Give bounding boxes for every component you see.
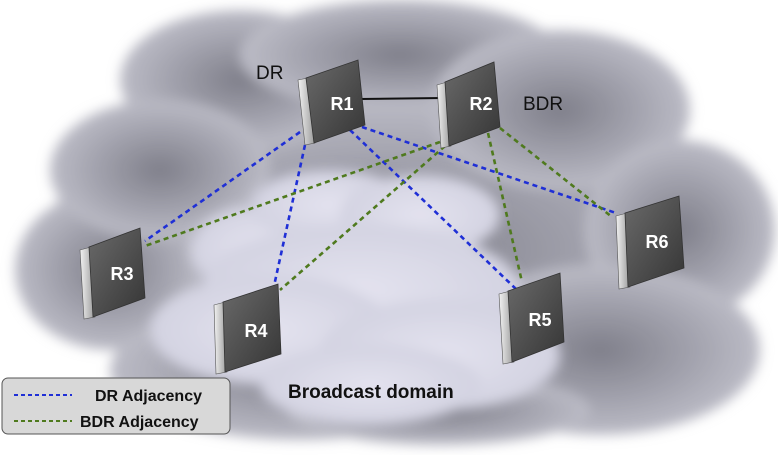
router-r6: R6 — [615, 195, 685, 290]
router-label-r3: R3 — [110, 264, 133, 284]
role-label-dr: DR — [256, 63, 283, 84]
router-r5: R5 — [498, 272, 565, 365]
router-label-r2: R2 — [469, 94, 492, 114]
link-r1-r2-solid — [359, 97, 444, 100]
link-r2-r6-bdr — [499, 126, 613, 219]
legend-label-dr: DR Adjacency — [95, 388, 202, 405]
router-r4: R4 — [213, 283, 282, 375]
link-r1-r3-dr — [144, 130, 301, 243]
broadcast-domain-label: Broadcast domain — [288, 382, 454, 403]
router-r1: R1 — [297, 59, 366, 146]
router-label-r5: R5 — [528, 310, 551, 330]
link-r1-r4-dr — [272, 144, 307, 287]
adjacency-links — [144, 97, 617, 291]
link-r2-r3-bdr — [144, 140, 441, 248]
router-r2: R2 — [436, 61, 501, 149]
role-label-bdr: BDR — [523, 94, 563, 115]
router-label-r4: R4 — [244, 321, 267, 341]
legend-label-bdr: BDR Adjacency — [80, 414, 199, 431]
router-label-r1: R1 — [330, 94, 353, 114]
link-r2-r5-bdr — [486, 132, 524, 283]
router-label-r6: R6 — [645, 232, 668, 252]
routers: R1 R2 R3 R4 R5 R6 — [79, 59, 685, 375]
router-r3: R3 — [79, 227, 146, 320]
legend-item-dr: DR Adjacency — [14, 388, 202, 405]
link-r1-r5-dr — [349, 129, 517, 290]
legend-item-bdr: BDR Adjacency — [14, 414, 199, 431]
legend: DR Adjacency BDR Adjacency — [1, 377, 231, 435]
link-r2-r4-bdr — [279, 145, 446, 291]
